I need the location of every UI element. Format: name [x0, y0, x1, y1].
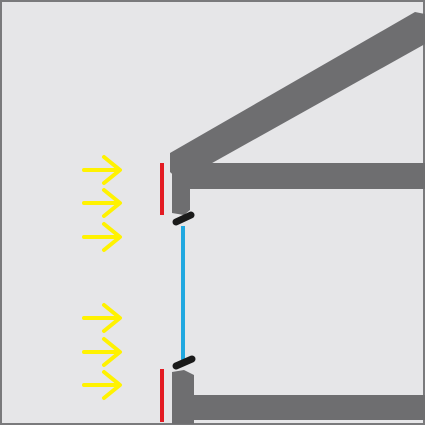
arrow-right-icon	[82, 188, 122, 218]
arrow-right-icon	[82, 155, 122, 185]
pressure-arrows-upper	[82, 155, 122, 252]
arrow-right-icon	[82, 222, 122, 252]
pressure-arrows-lower	[82, 303, 122, 400]
bottom-gasket	[172, 355, 196, 370]
arrow-right-icon	[82, 370, 122, 400]
ceiling-beam	[180, 163, 425, 189]
top-gasket	[172, 211, 195, 226]
arrow-right-icon	[82, 303, 122, 333]
arrow-right-icon	[82, 337, 122, 367]
roof-rafter	[170, 12, 425, 181]
floor-slab	[180, 395, 425, 420]
